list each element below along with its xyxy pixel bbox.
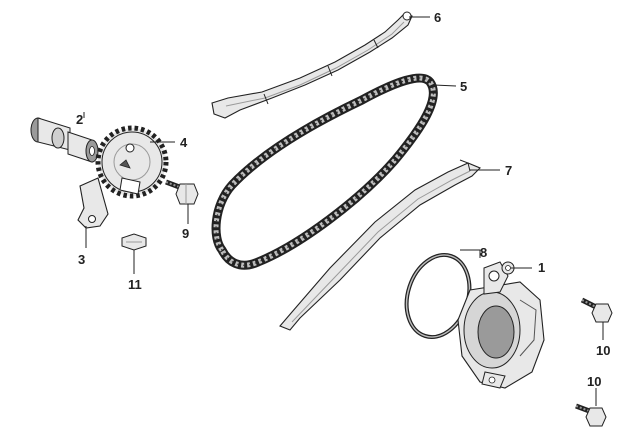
callout-7: 7 [505, 163, 512, 178]
callout-8: 8 [480, 245, 487, 260]
callout-6: 6 [434, 10, 441, 25]
callout-10-upper: 10 [596, 343, 610, 358]
timing-chain [211, 73, 438, 270]
cam-sprocket [95, 125, 169, 199]
bolt-10-upper [580, 297, 613, 323]
callout-5: 5 [460, 79, 467, 94]
camshaft [30, 117, 99, 163]
callout-9: 9 [182, 226, 189, 241]
bolt-9 [165, 179, 199, 205]
callout-3: 3 [78, 252, 85, 267]
callout-10-lower: 10 [587, 374, 601, 389]
plug-11 [121, 233, 147, 251]
callout-2: 2 [76, 112, 83, 127]
bracket-plate [77, 177, 109, 229]
chain-guide-lower [279, 159, 481, 331]
callout-11: 11 [128, 277, 142, 292]
leader-lines [83, 16, 604, 406]
callout-4: 4 [180, 135, 188, 150]
callout-1: 1 [538, 260, 545, 275]
bolt-10-lower [575, 403, 607, 427]
tensioner-cover [457, 261, 545, 389]
chain-guide-upper [211, 11, 413, 119]
